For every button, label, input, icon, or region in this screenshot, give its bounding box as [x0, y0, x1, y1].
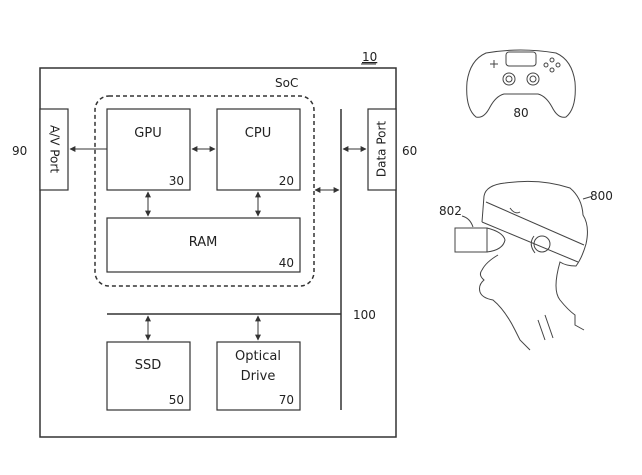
figure-ref: 10	[362, 50, 377, 64]
bus-ref: 100	[353, 308, 376, 322]
gpu-block: GPU 30	[106, 108, 191, 191]
ram-ref: 40	[279, 256, 294, 270]
optical-ref: 70	[279, 393, 294, 407]
data-port-block: Data Port	[367, 108, 397, 191]
left-stick-icon	[502, 72, 516, 86]
hmd-display-icon	[454, 227, 488, 253]
ssd-ref: 50	[169, 393, 184, 407]
av-port-block: A/V Port	[39, 108, 69, 191]
controller-ref: 80	[513, 106, 528, 120]
hmd-user-illustration	[454, 180, 588, 351]
data-port-label: Data Port	[375, 121, 389, 178]
soc-boundary	[94, 95, 315, 287]
optical-drive-block: Optical Drive 70	[216, 341, 301, 411]
optical-label-line2: Drive	[241, 369, 276, 384]
dpad-icon	[490, 60, 498, 68]
right-stick-icon	[526, 72, 540, 86]
ram-block: RAM 40	[106, 217, 301, 273]
system-box	[39, 67, 397, 438]
data-port-ref: 60	[402, 144, 417, 158]
cpu-block: CPU 20	[216, 108, 301, 191]
ram-label: RAM	[189, 235, 218, 250]
optical-label-line1: Optical	[235, 349, 281, 364]
ssd-label: SSD	[135, 358, 162, 373]
cpu-label: CPU	[245, 126, 271, 141]
ssd-block: SSD 50	[106, 341, 191, 411]
controller-illustration	[466, 49, 576, 118]
hmd-ref: 800	[590, 189, 613, 203]
av-port-label: A/V Port	[48, 125, 62, 173]
soc-label: SoC	[275, 76, 298, 90]
av-port-ref: 90	[12, 144, 27, 158]
hmd-ref-leader	[582, 195, 594, 200]
cpu-ref: 20	[279, 174, 294, 188]
gpu-ref: 30	[169, 174, 184, 188]
gpu-label: GPU	[134, 126, 161, 141]
hmd-display-ref: 802	[439, 204, 462, 218]
hmd-display-ref-leader	[461, 215, 474, 228]
